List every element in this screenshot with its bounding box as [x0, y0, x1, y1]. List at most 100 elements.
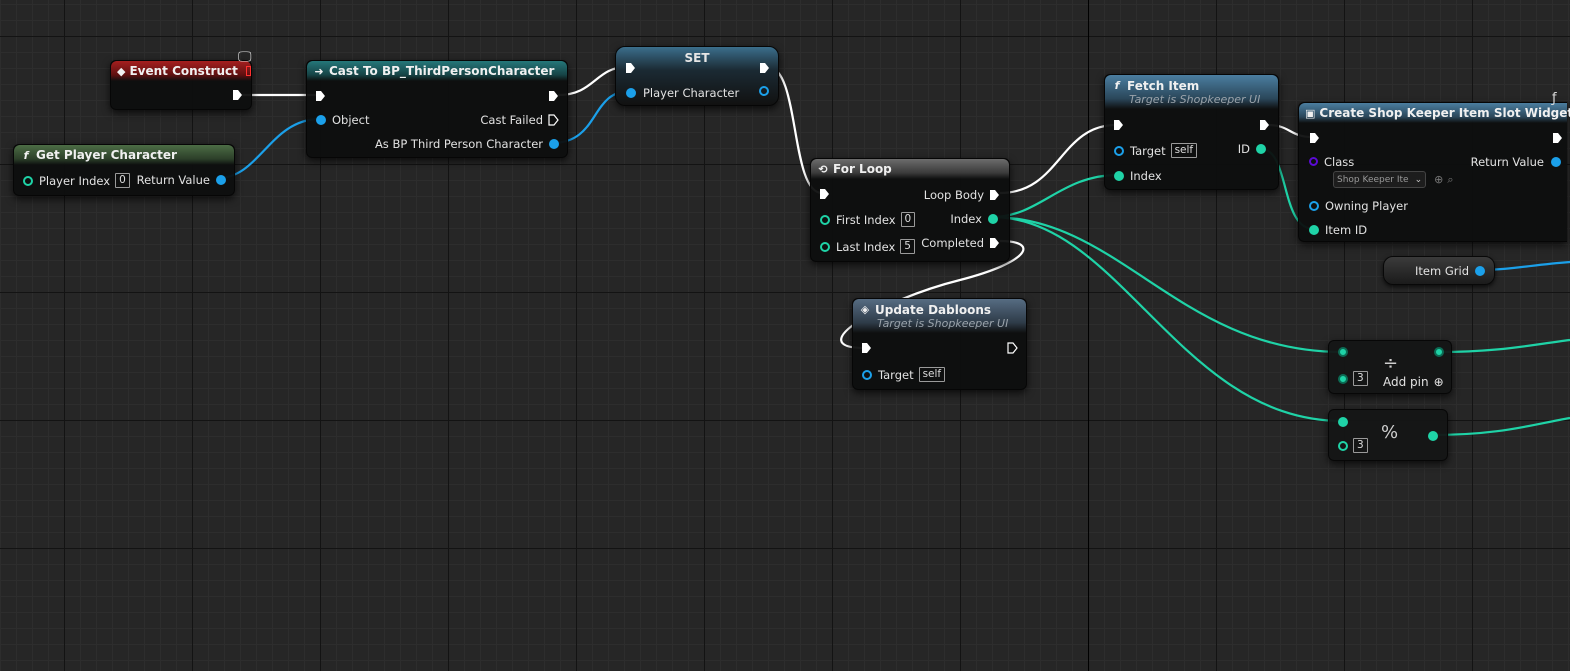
class-pin[interactable]: Class	[1309, 155, 1354, 169]
last-index-pin[interactable]: Last Index 5	[820, 239, 915, 254]
add-circle-icon: ⊕	[1433, 375, 1444, 389]
cast-node[interactable]: ➜ Cast To BP_ThirdPersonCharacter Object…	[306, 60, 568, 158]
index-out-pin[interactable]: Index	[950, 212, 998, 226]
item-id-pin[interactable]: Item ID	[1309, 223, 1367, 237]
divide-in-b-pin[interactable]: 3	[1338, 371, 1368, 386]
for-loop-title: For Loop	[833, 162, 892, 176]
set-exec-out[interactable]	[759, 62, 770, 74]
modulo-in-a-pin[interactable]	[1338, 417, 1348, 427]
loop-body-pin[interactable]: Loop Body	[924, 188, 1000, 202]
delegate-pin-icon[interactable]	[245, 66, 251, 76]
create-return-pin[interactable]: Return Value	[1471, 155, 1561, 169]
class-dropdown[interactable]: Shop Keeper Ite⌄	[1333, 171, 1427, 188]
create-widget-node[interactable]: ▣ Create Shop Keeper Item Slot Widget Cl…	[1298, 102, 1570, 242]
set-output-pin[interactable]	[759, 86, 769, 96]
fetch-exec-in[interactable]	[1113, 119, 1124, 131]
graph-origin-axis	[1088, 0, 1089, 671]
add-pin-button[interactable]: Add pin ⊕	[1383, 375, 1444, 389]
int-pin-icon	[1338, 417, 1348, 427]
object-pin-icon	[626, 88, 636, 98]
for-loop-node[interactable]: ⟲ For Loop Loop Body First Index 0 Index…	[810, 158, 1010, 262]
int-wire-modulo-out	[1431, 416, 1570, 437]
target-label: Target	[878, 367, 914, 382]
update-dabloons-node[interactable]: ◈ Update Dabloons Target is Shopkeeper U…	[852, 298, 1027, 390]
fetch-index-pin[interactable]: Index	[1114, 169, 1162, 183]
set-exec-in[interactable]	[625, 62, 636, 74]
create-exec-out[interactable]	[1552, 132, 1563, 144]
update-dabloons-title: Update Dabloons	[875, 302, 992, 317]
modulo-out-pin[interactable]	[1428, 431, 1438, 441]
cast-as-pin[interactable]: As BP Third Person Character	[375, 137, 559, 151]
completed-pin[interactable]: Completed	[921, 236, 1000, 250]
fetch-item-node[interactable]: f Fetch Item Target is Shopkeeper UI Tar…	[1104, 74, 1279, 190]
item-grid-getter[interactable]: Item Grid	[1383, 256, 1495, 285]
update-target-pin[interactable]: Target self	[862, 367, 946, 382]
class-dropdown-row[interactable]: Shop Keeper Ite⌄ ⊕ ⌕	[1331, 171, 1454, 188]
divide-node[interactable]: ÷ 3 Add pin ⊕	[1328, 340, 1452, 394]
update-dabloons-subtitle: Target is Shopkeeper UI	[877, 316, 1009, 330]
function-f-icon: f	[1114, 79, 1120, 92]
owning-player-pin[interactable]: Owning Player	[1309, 199, 1408, 213]
player-index-pin[interactable]: Player Index 0	[23, 173, 130, 188]
set-player-character-pin[interactable]: Player Character	[626, 86, 739, 100]
first-index-value[interactable]: 0	[900, 212, 916, 227]
for-loop-exec-in[interactable]	[819, 188, 830, 200]
get-player-character-title: Get Player Character	[36, 148, 177, 162]
object-label: Object	[332, 113, 370, 127]
event-construct-header: ◆ Event Construct	[111, 61, 251, 81]
fetch-id-pin[interactable]: ID	[1238, 142, 1266, 156]
event-construct-exec-out[interactable]	[232, 89, 243, 101]
get-player-character-header: f Get Player Character	[14, 145, 234, 165]
update-exec-in[interactable]	[861, 342, 872, 354]
client-only-monitor-icon: 🖵	[238, 49, 252, 65]
cast-failed-label: Cast Failed	[480, 113, 543, 127]
event-diamond-icon: ◆	[117, 64, 126, 78]
exec-wire-loop-fetch	[999, 123, 1117, 195]
event-construct-node[interactable]: ◆ Event Construct	[110, 60, 252, 110]
modulo-node[interactable]: % 3	[1328, 409, 1448, 461]
browse-search-icon[interactable]: ⌕	[1447, 172, 1454, 186]
get-player-character-node[interactable]: f Get Player Character Player Index 0 Re…	[13, 144, 235, 196]
exec-out-icon	[990, 238, 999, 248]
int-wire-index-divide	[991, 215, 1343, 354]
return-value-label: Return Value	[1470, 155, 1544, 169]
int-wire-index-fetch	[991, 173, 1119, 219]
class-label: Class	[1324, 155, 1355, 169]
object-pin-hollow-icon	[759, 86, 769, 96]
divide-b-value[interactable]: 3	[1353, 371, 1368, 386]
cast-object-pin[interactable]: Object	[316, 113, 369, 127]
item-grid-out-pin[interactable]: Item Grid	[1415, 264, 1485, 278]
modulo-in-b-pin[interactable]: 3	[1338, 438, 1368, 453]
use-selected-icon[interactable]: ⊕	[1434, 173, 1444, 186]
return-value-label: Return Value	[136, 173, 210, 187]
first-index-pin[interactable]: First Index 0	[820, 212, 916, 227]
player-index-value[interactable]: 0	[115, 173, 130, 188]
target-value: self	[1170, 143, 1198, 158]
divide-in-a-pin[interactable]	[1338, 347, 1348, 357]
object-pin-hollow-icon	[1114, 145, 1124, 156]
cast-exec-in[interactable]	[315, 90, 326, 102]
int-pin-icon	[1256, 144, 1266, 154]
exec-in-icon	[316, 91, 325, 101]
exec-in-icon	[1310, 133, 1319, 143]
create-exec-in[interactable]	[1309, 132, 1320, 144]
index-label: Index	[1130, 169, 1162, 183]
cast-arrow-icon: ➜	[314, 64, 324, 78]
fetch-exec-out[interactable]	[1259, 119, 1270, 131]
object-pin-icon	[1475, 266, 1485, 276]
function-diamond-icon: ◈	[860, 303, 870, 316]
set-node[interactable]: SET Player Character	[615, 46, 779, 106]
player-index-label: Player Index	[39, 173, 111, 188]
int-pin-icon	[23, 175, 33, 186]
get-player-return-pin[interactable]: Return Value	[137, 173, 226, 187]
last-index-value[interactable]: 5	[900, 239, 915, 254]
cast-failed-pin[interactable]: Cast Failed	[480, 113, 559, 127]
cast-exec-out[interactable]	[548, 90, 559, 102]
macro-loop-icon: ⟲	[818, 162, 828, 176]
modulo-b-value[interactable]: 3	[1353, 438, 1368, 453]
int-pin-icon	[1309, 225, 1319, 235]
as-bp-label: As BP Third Person Character	[374, 137, 543, 151]
divide-out-pin[interactable]	[1434, 347, 1444, 357]
fetch-target-pin[interactable]: Target self	[1114, 143, 1198, 158]
update-exec-out[interactable]	[1007, 342, 1018, 354]
